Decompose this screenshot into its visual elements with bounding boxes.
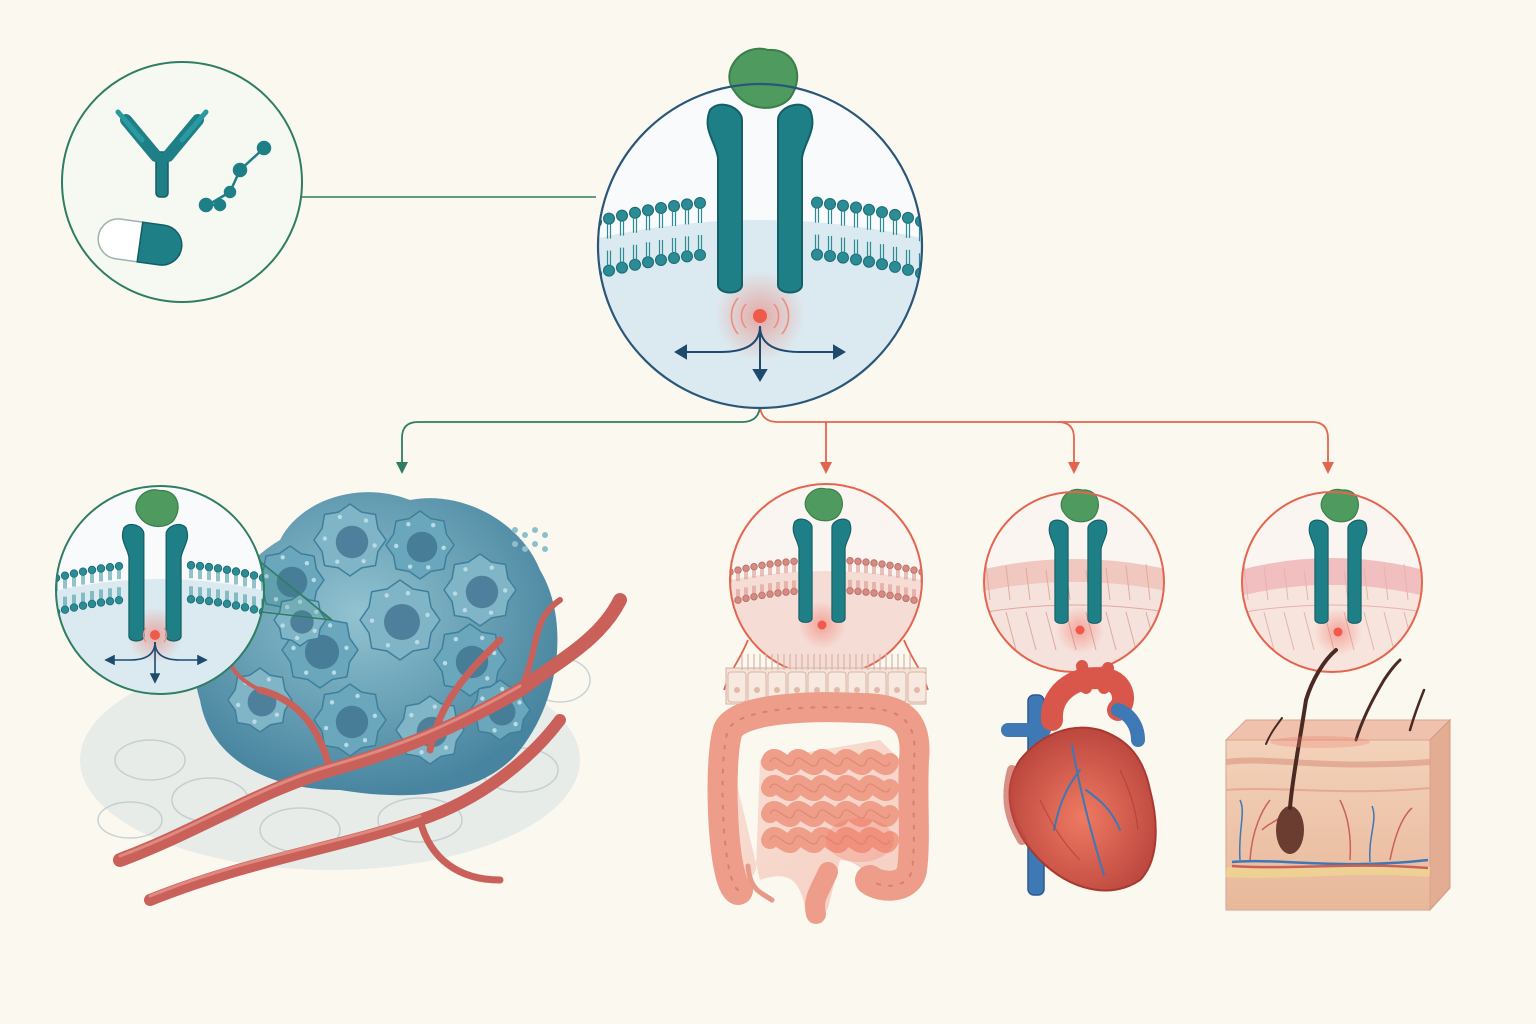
drug-types-panel — [61, 61, 303, 303]
skin-receptor-panel — [1241, 488, 1423, 673]
skin-icon — [1224, 648, 1452, 912]
arrowhead-intestine — [820, 462, 832, 474]
intestine-receptor-panel — [723, 483, 929, 691]
connectors — [300, 196, 1334, 474]
capsule-icon — [97, 218, 183, 266]
signal-arrows — [674, 325, 846, 382]
on-target-arrowhead — [396, 462, 408, 474]
appendix — [745, 863, 775, 903]
signal-icon — [753, 309, 767, 323]
tumor-icon — [80, 492, 627, 906]
blood-vessels — [113, 593, 627, 906]
intestine-icon — [707, 654, 930, 924]
central-receptor-panel — [596, 47, 924, 410]
tumor-receptor-panel — [55, 485, 265, 695]
small-molecule-icon — [198, 140, 272, 213]
heart-receptor-panel — [983, 488, 1165, 673]
rectum — [805, 862, 838, 924]
on-target-connector — [401, 403, 761, 466]
antibody-icon — [115, 109, 209, 198]
heart-icon — [1001, 660, 1157, 896]
signal-waves — [730, 297, 790, 335]
arrowhead-skin — [1322, 462, 1334, 474]
off-target-drop-heart — [1057, 421, 1075, 466]
arrowhead-heart — [1068, 462, 1080, 474]
off-target-connector — [759, 403, 1329, 466]
